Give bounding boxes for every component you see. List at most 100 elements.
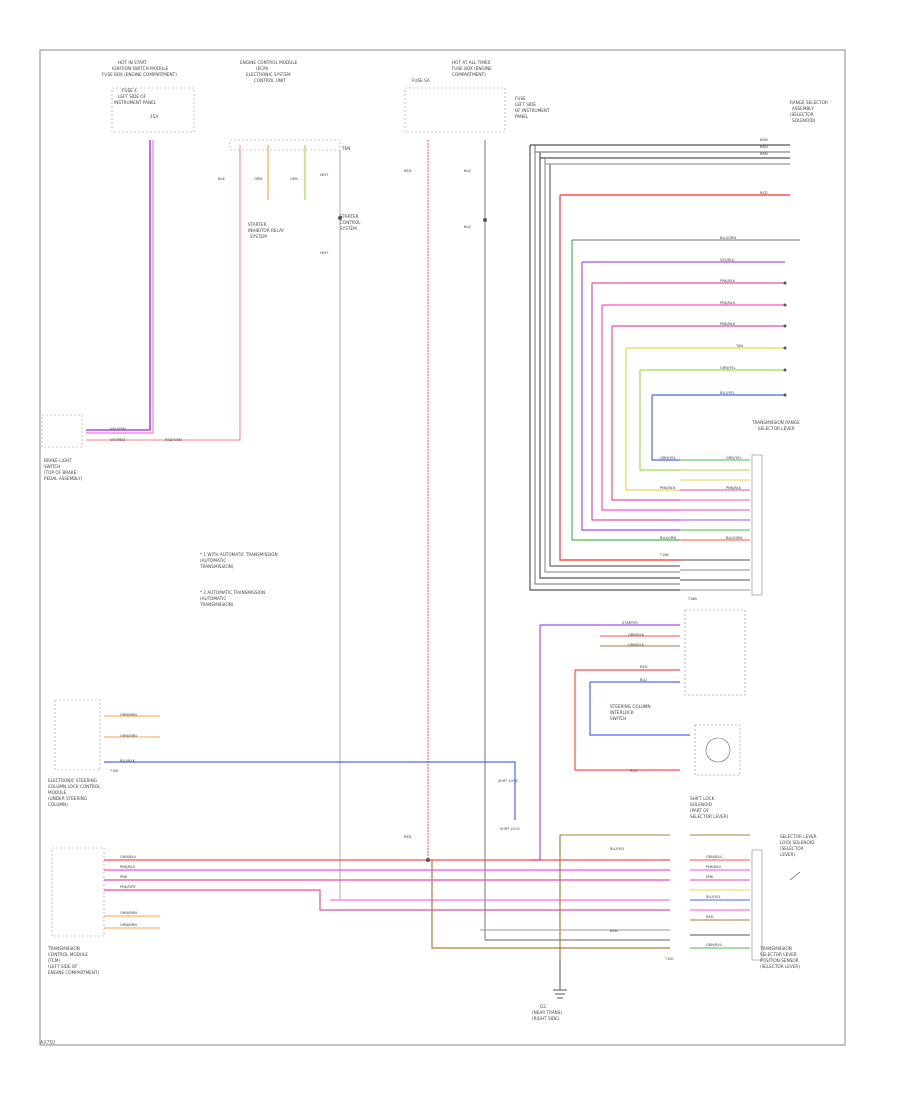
svg-text:BRN: BRN [760,138,768,142]
svg-text:ORN: ORN [254,177,262,181]
svg-text:PNK/BLK: PNK/BLK [720,279,736,283]
svg-text:FUSE 4: FUSE 4 [122,88,137,93]
svg-text:ENGINE COMPARTMENT): ENGINE COMPARTMENT) [48,970,99,975]
svg-text:INSTRUMENT PANEL: INSTRUMENT PANEL [114,100,157,105]
svg-text:SYSTEM: SYSTEM [340,226,357,231]
svg-text:PANEL: PANEL [515,114,529,119]
svg-text:PNK/BLK: PNK/BLK [720,322,736,326]
svg-text:ENGINE CONTROL MODULE: ENGINE CONTROL MODULE [240,60,298,65]
svg-text:RED: RED [760,191,768,195]
svg-text:GRN/BLU: GRN/BLU [706,855,722,859]
svg-text:G2: G2 [540,1004,546,1009]
svg-text:FUSE: FUSE [515,96,526,101]
wire-pink-left [86,140,154,434]
svg-text:WHT: WHT [320,251,329,255]
svg-text:RED: RED [404,835,412,839]
wire-violet-r [581,262,680,531]
svg-text:PNK/BLU: PNK/BLU [706,865,722,869]
transmission-control-module: TRANSMISSION CONTROL MODULE (TCM) (LEFT … [47,847,105,975]
svg-text:RED/GRN: RED/GRN [165,438,182,442]
svg-text:PNK/BLU: PNK/BLU [120,865,136,869]
wire-blue-r [651,395,680,461]
wire-brown-main [431,860,670,949]
svg-text:COMPARTMENT): COMPARTMENT) [452,72,486,77]
fuse-block-left: HOT IN START IGNITION SWITCH MODULE FUSE… [102,60,195,133]
svg-text:BLU/YEL: BLU/YEL [720,391,735,395]
svg-text:GRN: GRN [290,177,298,181]
component-boxes [684,454,801,961]
svg-text:(PART OF: (PART OF [690,808,710,813]
svg-text:COLUMN): COLUMN) [48,802,68,807]
svg-text:TRANSMISSION: TRANSMISSION [759,946,792,951]
svg-text:BLU/GRN: BLU/GRN [660,536,676,540]
svg-text:BRN: BRN [760,152,768,156]
svg-text:T6N: T6N [341,146,350,151]
svg-text:(TOP OF BRAKE: (TOP OF BRAKE [44,470,77,475]
wire-violet-left [86,140,151,431]
svg-text:GRN/BLU: GRN/BLU [120,855,136,859]
svg-text:PNK: PNK [706,875,714,879]
svg-text:RED: RED [404,169,412,173]
svg-text:COLUMN LOCK CONTROL: COLUMN LOCK CONTROL [48,784,101,789]
svg-text:BLU/GRN: BLU/GRN [720,236,736,240]
svg-text:SHIFT LOCK: SHIFT LOCK [498,779,519,783]
svg-text:TRANSMISSION): TRANSMISSION) [199,602,234,607]
svg-text:(AUTOMATIC: (AUTOMATIC [200,596,226,601]
svg-text:BLK: BLK [464,225,471,229]
svg-text:BRN: BRN [760,145,768,149]
svg-text:TRANSMISSION: TRANSMISSION [47,946,80,951]
svg-text:PNK/BLK: PNK/BLK [726,486,742,490]
svg-text:SOLENOID: SOLENOID [690,802,712,807]
svg-text:BLK: BLK [464,169,471,173]
svg-text:CONTROL MODULE: CONTROL MODULE [48,952,88,957]
svg-text:(RIGHT SIDE): (RIGHT SIDE) [532,1016,560,1021]
wire-pink-r [601,305,680,511]
svg-text:GRN/YEL: GRN/YEL [720,366,736,370]
svg-text:FUSE BOX (ENGINE: FUSE BOX (ENGINE [452,66,492,71]
drawing-code: AX750 [40,1040,56,1046]
svg-text:(ECM): (ECM) [256,66,269,71]
svg-text:SELECTOR LEVER: SELECTOR LEVER [780,834,817,839]
svg-text:PEDAL ASSEMBLY): PEDAL ASSEMBLY) [44,476,82,481]
svg-text:ORN/BRN: ORN/BRN [120,911,137,915]
svg-text:TRANSMISSION): TRANSMISSION) [199,564,234,569]
svg-text:BLU/YEL: BLU/YEL [706,895,721,899]
svg-text:(UNDER STEERING: (UNDER STEERING [48,796,87,801]
wire-color-labels: BLK ORN GRN WHT RED BLK BLK WHT VIO/GRN … [110,138,768,947]
svg-text:IGNITION SWITCH MODULE: IGNITION SWITCH MODULE [112,66,169,71]
svg-text:SELECTOR LEVER: SELECTOR LEVER [758,426,795,431]
svg-text:VIO/RED: VIO/RED [110,438,125,442]
svg-text:PNK/BLK: PNK/BLK [720,301,736,305]
ground-point: G2 (NEAR TRANS) (RIGHT SIDE) [532,1004,562,1021]
wire-blue-escl [104,761,516,820]
svg-text:INHIBITOR RELAY: INHIBITOR RELAY [248,228,284,233]
svg-text:T10E: T10E [664,957,674,961]
svg-text:SYSTEM: SYSTEM [250,234,267,239]
svg-text:FUSE SA: FUSE SA [412,78,430,83]
ground-symbol [553,960,567,999]
fuse-block-right: HOT AT ALL TIMES FUSE BOX (ENGINE COMPAR… [404,60,550,133]
wire-green-r [571,240,680,541]
wire-magenta-r1 [591,283,680,521]
svg-text:HOT AT ALL TIMES: HOT AT ALL TIMES [452,60,491,65]
svg-text:(LEFT SIDE OF: (LEFT SIDE OF [48,964,78,969]
svg-text:LEFT SIDE OF: LEFT SIDE OF [118,94,147,99]
svg-text:ORN/BLK: ORN/BLK [628,643,645,647]
svg-text:SELECTOR LEVER): SELECTOR LEVER) [690,814,729,819]
shift-interlock-labels: SHIFT LOCK SOLENOID (PART OF SELECTOR LE… [610,704,729,819]
svg-text:PNK: PNK [120,875,128,879]
svg-text:SWITCH: SWITCH [610,716,626,721]
svg-text:ELECTRONIC STEERING: ELECTRONIC STEERING [48,778,97,783]
svg-text:LEVER): LEVER) [780,852,795,857]
svg-text:ORN/BRN: ORN/BRN [120,923,137,927]
svg-text:LOCK SOLENOID: LOCK SOLENOID [780,840,814,845]
wire-violet-tcm [104,889,670,911]
svg-text:BLU/YEL: BLU/YEL [610,847,625,851]
svg-text:ORN/BRN: ORN/BRN [120,713,137,717]
svg-text:BLU/GRN: BLU/GRN [726,536,742,540]
svg-text:BLU: BLU [640,678,647,682]
svg-text:GRN/YEL: GRN/YEL [726,456,742,460]
svg-text:RED: RED [630,769,638,773]
svg-text:HOT IN START: HOT IN START [118,60,147,65]
